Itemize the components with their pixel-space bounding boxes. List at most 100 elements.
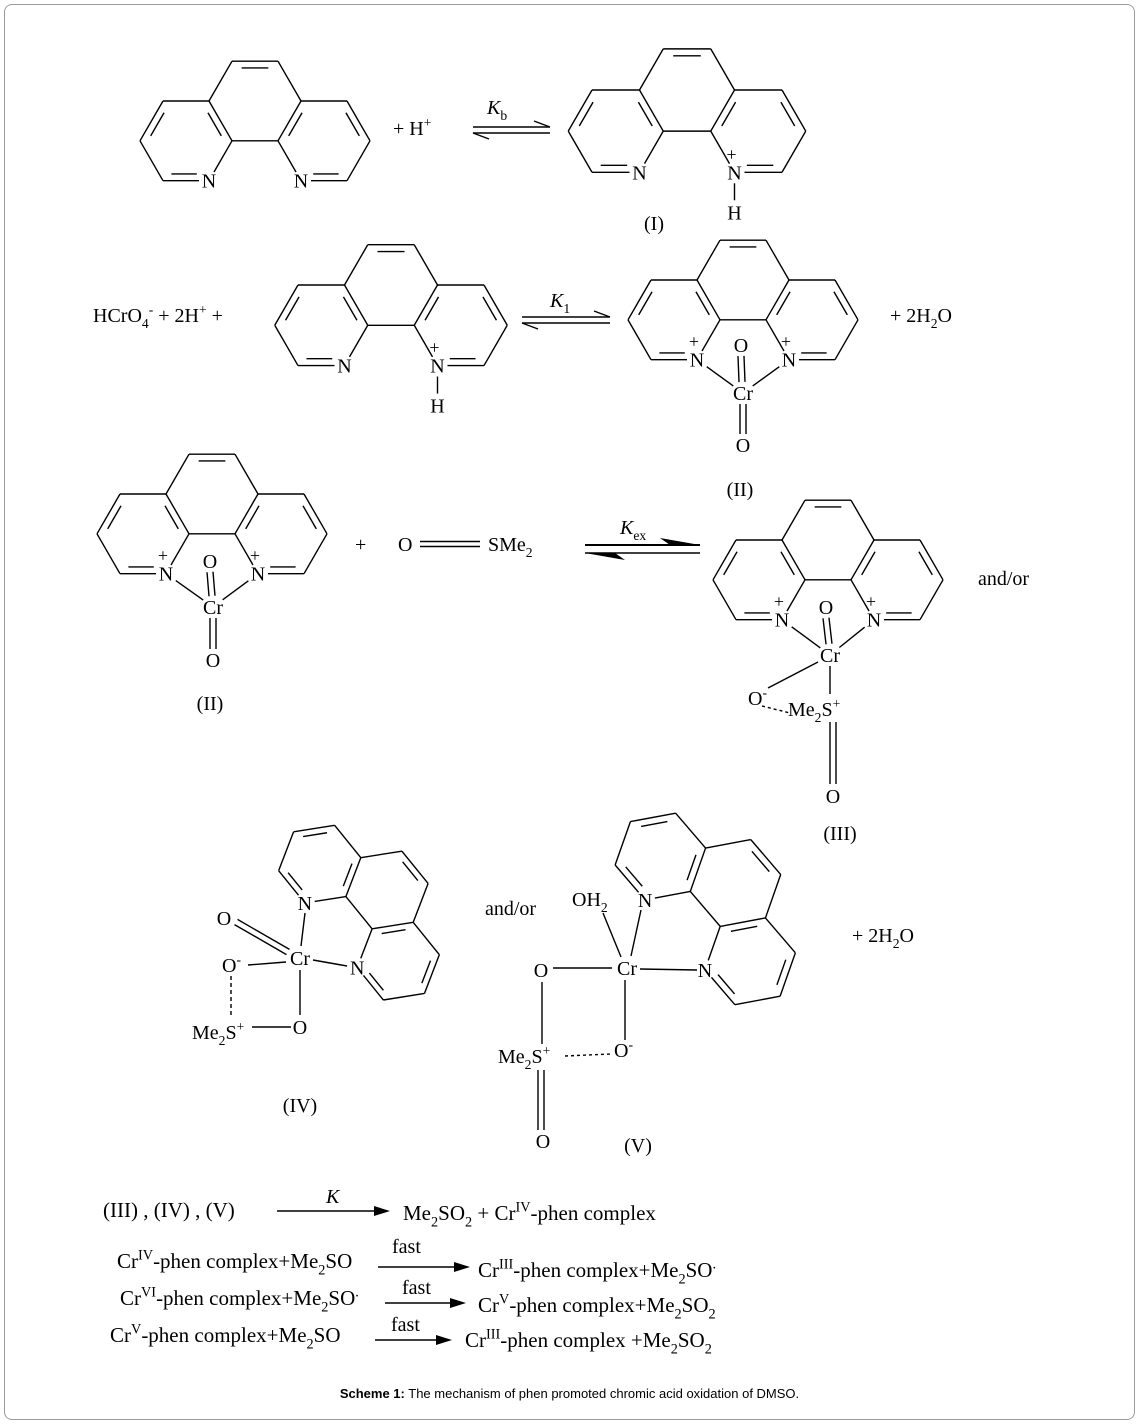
phen-bond <box>689 891 721 927</box>
and-or-text: and/or <box>978 568 1029 590</box>
phen-bond <box>483 324 508 366</box>
phen-double-bond <box>833 291 848 316</box>
oxide-anion: O- <box>222 952 241 977</box>
phen-bond <box>750 839 782 875</box>
nitrogen-atom: N <box>632 162 646 184</box>
phen-bond <box>360 850 403 859</box>
phen-bond <box>850 579 870 612</box>
dmso-oxygen: O <box>398 534 412 556</box>
equilibrium-arrow-k1-barb <box>593 310 611 318</box>
positive-charge: + <box>866 592 876 612</box>
oxygen-atom: O <box>536 1131 550 1153</box>
phen-bond <box>139 100 164 142</box>
equilibrium-arrow-kb-barb <box>533 120 551 128</box>
water-byproduct: + 2H2O <box>852 925 914 951</box>
phen-bond <box>710 89 736 132</box>
reaction-arrow-head <box>436 1335 452 1345</box>
phen-bond <box>371 921 414 930</box>
phen-bond <box>765 279 790 321</box>
phen-bond <box>334 824 362 859</box>
phen-bond <box>705 838 751 849</box>
phen-bond <box>278 870 300 896</box>
phen-bond <box>712 539 737 581</box>
phen-bond <box>786 579 806 612</box>
phen-double-bond <box>482 296 498 321</box>
phen-bond <box>343 284 369 326</box>
phen-bond <box>345 896 373 930</box>
compound-label-II: (II) <box>727 479 754 501</box>
dimethylsulfonium: Me2S+ <box>192 1019 244 1048</box>
phen-double-bond <box>638 291 653 316</box>
dimethylsulfonium: Me2S+ <box>498 1043 550 1072</box>
equation-reactants: CrIV-phen complex+Me2SO <box>117 1248 352 1279</box>
cr-o-double-bond <box>206 572 210 597</box>
phen-bond <box>734 995 781 1006</box>
phen-bond <box>614 864 640 893</box>
nitrogen-atom: N <box>782 350 796 372</box>
phen-double-bond <box>776 959 787 986</box>
phen-bond <box>710 48 736 91</box>
cr-o-double-bond <box>822 618 827 645</box>
phen-bond <box>638 89 664 132</box>
phen-bond <box>764 874 782 919</box>
phen-bond <box>412 921 440 956</box>
phen-bond <box>643 130 664 164</box>
phen-bond <box>614 821 632 866</box>
oxygen-atom: O <box>734 335 748 357</box>
chromium-atom: Cr <box>733 383 753 405</box>
cr-o-double-bond <box>737 356 740 383</box>
positive-charge: + <box>250 546 260 566</box>
phen-bond <box>234 493 259 535</box>
phen-bond <box>345 857 362 897</box>
phen-bond <box>764 917 796 954</box>
phen-bond <box>165 493 190 535</box>
phen-bond <box>781 539 806 581</box>
nitrogen-atom: N <box>294 171 308 193</box>
oxygen-atom: O <box>217 908 231 930</box>
phen-bond <box>627 319 652 361</box>
arrow-condition: K <box>325 1186 341 1208</box>
phen-bond <box>781 130 807 173</box>
phen-double-bond <box>641 820 668 828</box>
phen-bond <box>919 579 944 621</box>
equation-products: CrV-phen complex+Me2SO2 <box>478 1292 716 1323</box>
nitrogen-atom: N <box>337 356 351 378</box>
chromium-atom: Cr <box>820 645 840 667</box>
phen-double-bond <box>164 505 179 530</box>
hydrogen-atom: H <box>430 396 444 418</box>
compound-label-V: (V) <box>624 1135 652 1157</box>
phen-double-bond <box>345 112 360 137</box>
phen-bond <box>208 100 233 142</box>
oxygen-atom: O <box>736 435 750 457</box>
oxygen-atom: O <box>826 786 840 808</box>
phen-double-bond <box>107 505 122 530</box>
equation-reactants: CrV-phen complex+Me2SO <box>110 1322 341 1353</box>
phen-bond <box>277 140 297 173</box>
phen-bond <box>567 89 593 132</box>
phen-double-bond <box>686 854 697 881</box>
equilibrium-arrow-k1-barb <box>521 322 539 330</box>
phen-bond <box>314 895 347 903</box>
oxygen-atom: O <box>293 1017 307 1039</box>
phen-double-bond <box>381 929 406 935</box>
phen-bond <box>277 60 302 102</box>
n-cr-bond <box>838 626 866 649</box>
oxide-anion: O- <box>614 1037 633 1062</box>
phen-double-bond <box>303 832 328 838</box>
phen-bond <box>720 917 766 928</box>
phen-bond <box>234 453 259 495</box>
phen-bond <box>170 533 190 566</box>
n-cr-bond <box>630 909 642 957</box>
cr-o-bond <box>247 961 287 966</box>
nitrogen-atom: N <box>867 610 881 632</box>
oxygen-atom: O <box>534 960 548 982</box>
n-cr-bond <box>706 366 734 387</box>
phen-double-bond <box>637 101 653 127</box>
equation-reactants: (III) , (IV) , (V) <box>103 1198 235 1222</box>
dashed-interaction <box>761 705 791 714</box>
phen-bond <box>348 324 369 358</box>
equilibrium-arrow-kb-barb <box>472 132 490 140</box>
figure-frame <box>4 4 1135 1420</box>
caption-label: Scheme 1: <box>339 1386 405 1401</box>
